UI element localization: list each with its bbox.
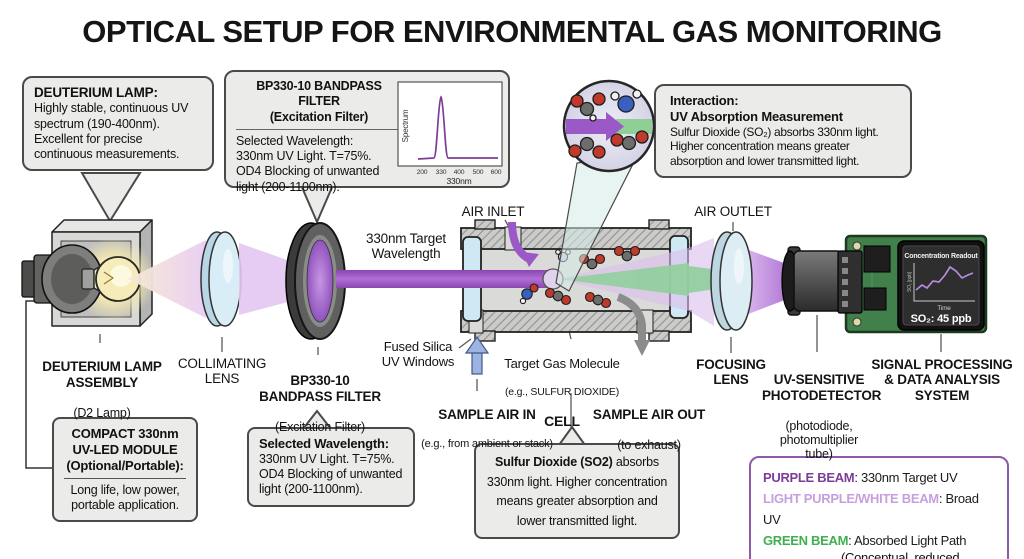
collimating-lens-graphic (200, 231, 242, 327)
svg-text:500: 500 (473, 169, 484, 176)
interaction-callout: Interaction: UV Absorption Measurement S… (654, 84, 912, 178)
legend-lightpurple-label: LIGHT PURPLE/WHITE BEAM (763, 491, 939, 507)
molecule-so2-4 (584, 291, 612, 309)
svg-text:400: 400 (454, 169, 465, 176)
selected-wavelength-callout: Selected Wavelength: 330nm UV Light. T=7… (247, 427, 415, 507)
cell-label: CELL (544, 413, 580, 430)
photodetector-label: UV-SENSITIVE PHOTODETECTOR (photodiode, … (762, 357, 882, 477)
legend-purple-desc: : 330nm Target UV (854, 470, 958, 485)
air-inlet-label: AIR INLET (461, 204, 525, 219)
selected-callout-body: 330nm UV Light. T=75%. OD4 Blocking of u… (259, 451, 403, 497)
display-ylabel: SO₂ [ppb] (907, 271, 913, 292)
target-molecule-sub: (e.g., SULFUR DIOXIDE) (504, 386, 620, 399)
spectrum-peak-curve (417, 95, 498, 160)
photodetector-sub: (photodiode, photomultiplier tube) (779, 418, 859, 462)
focusing-lens-label: FOCUSING LENS (696, 357, 766, 388)
focusing-lens-graphic (710, 231, 753, 331)
legend-green-desc: : Absorbed Light Path (848, 533, 967, 549)
bandpass-filter-text: BP330-10 BANDPASS FILTER (259, 373, 381, 404)
legend-row-green: GREEN BEAM: Absorbed Light Path (763, 530, 995, 551)
sample-air-out-arrow (616, 293, 650, 356)
molecule-so2-3 (544, 287, 572, 306)
legend-row-purple: PURPLE BEAM: 330nm Target UV (763, 467, 995, 488)
legend-row-lightpurple: LIGHT PURPLE/WHITE BEAM: Broad UV (763, 488, 995, 530)
board-connector (837, 250, 863, 314)
ic-chip (863, 245, 891, 273)
screw-hole-icon (852, 241, 862, 251)
sample-air-in-arrow (464, 335, 490, 375)
display-axes (913, 263, 975, 302)
collimating-lens-label: COLLIMATING LENS (177, 356, 267, 387)
so2-absorption-callout: Sulfur Dioxide (SO2) absorbs 330nm light… (474, 443, 680, 540)
legend-green-label: GREEN BEAM (763, 533, 849, 549)
uvled-callout: COMPACT 330nm UV-LED MODULE (Optional/Po… (52, 417, 198, 523)
ic-chip (863, 287, 887, 311)
so2-callout-bold: Sulfur Dioxide (SO2) (495, 455, 613, 469)
legend-note: (Conceptual, reduced intensity) (841, 550, 960, 559)
interaction-callout-title: Interaction: (670, 93, 739, 108)
so2-callout-rest: absorbs 330nm light. Higher concentratio… (486, 455, 668, 528)
photodetector-text: UV-SENSITIVE PHOTODETECTOR (762, 372, 882, 403)
screw-hole-icon (852, 317, 862, 327)
bandpass-callout-subtitle: (Excitation Filter) (269, 109, 369, 124)
bandpass-filter-graphic (285, 222, 346, 340)
bandpass-callout-title: BP330-10 BANDPASS FILTER (256, 79, 382, 109)
filter-spectrum-chart: Spectrum 200 330 400 500 600 330nm (397, 81, 503, 186)
sample-air-out-label: SAMPLE AIR OUT (to exhaust) (586, 392, 712, 468)
display-title: Concentration Readout (904, 253, 978, 260)
fused-silica-label: Fused Silica UV Windows (381, 339, 455, 369)
legend-purple-label: PURPLE BEAM (763, 470, 855, 485)
sample-air-out-text: SAMPLE AIR OUT (592, 407, 706, 423)
bandpass-filter-callout: BP330-10 BANDPASS FILTER (Excitation Fil… (224, 70, 510, 194)
legend-lightpurple-desc: : Broad UV (763, 491, 979, 528)
beam-legend: PURPLE BEAM: 330nm Target UV LIGHT PURPL… (749, 456, 1009, 559)
svg-text:200: 200 (417, 169, 428, 176)
molecule-blue (519, 283, 539, 305)
air-outlet-label: AIR OUTLET (694, 204, 772, 219)
uvled-callout-title: COMPACT 330nm UV-LED MODULE (Optional/Po… (64, 426, 186, 479)
spectrum-ylabel: Spectrum (401, 109, 410, 142)
broad-uv-cone (128, 240, 206, 318)
deuterium-lamp-graphic (21, 219, 156, 327)
sample-air-in-text: SAMPLE AIR IN (438, 407, 536, 423)
target-gas-molecule-icon (542, 268, 564, 290)
display-readout: SO₂: 45 ppb (911, 313, 972, 325)
spectrum-ticks: 200 330 400 500 600 (417, 169, 502, 176)
spectrum-xlabel: 330nm (447, 176, 472, 186)
concentration-trace (915, 265, 974, 291)
interaction-callout-subtitle: UV Absorption Measurement (670, 108, 843, 124)
bandpass-callout-body: Selected Wavelength: 330nm UV Light. T=7… (236, 133, 380, 194)
deuterium-callout-pointer (80, 172, 142, 223)
sample-air-in-label: SAMPLE AIR IN (e.g., from ambient or sta… (412, 392, 562, 466)
interaction-callout-body: Sulfur Dioxide (SO₂) absorbs 330nm light… (670, 124, 879, 168)
divider (236, 128, 402, 130)
uv-330nm-beam (336, 270, 555, 288)
target-molecule-label: Target Gas Molecule (e.g., SULFUR DIOXID… (488, 342, 636, 445)
target-molecule-text: Target Gas Molecule (504, 355, 620, 371)
page-title: OPTICAL SETUP FOR ENVIRONMENTAL GAS MONI… (82, 14, 942, 49)
beam-wavelength-label: 330nm Target Wavelength (366, 231, 446, 262)
sample-air-out-sub: (to exhaust) (617, 438, 681, 453)
bandpass-filter-sub: (Excitation Filter) (275, 419, 365, 434)
selected-callout-title: Selected Wavelength: (259, 436, 389, 451)
sample-air-in-sub: (e.g., from ambient or stack) (421, 438, 553, 451)
svg-text:330: 330 (436, 169, 447, 176)
air-inlet-arrow (508, 221, 539, 267)
deuterium-lamp-callout: DEUTERIUM LAMP: Highly stable, continuou… (22, 76, 214, 172)
lamp-assembly-sub: (D2 Lamp) (73, 405, 131, 420)
lamp-assembly-label: DEUTERIUM LAMP ASSEMBLY (D2 Lamp) (33, 344, 171, 435)
lamp-assembly-text: DEUTERIUM LAMP ASSEMBLY (42, 359, 162, 390)
bandpass-filter-label: BP330-10 BANDPASS FILTER (Excitation Fil… (248, 358, 392, 449)
display-xlabel: Time (937, 305, 951, 312)
uvled-callout-body: Long life, low power, portable applicati… (70, 482, 180, 512)
signal-processing-label: SIGNAL PROCESSING & DATA ANALYSIS SYSTEM (871, 357, 1013, 403)
deuterium-callout-title: DEUTERIUM LAMP: (34, 85, 158, 100)
deuterium-callout-body: Highly stable, continuous UV spectrum (1… (34, 101, 189, 162)
signal-board-graphic: Concentration Readout SO₂ [ppb] Time SO₂… (837, 234, 988, 334)
svg-text:600: 600 (491, 169, 502, 176)
